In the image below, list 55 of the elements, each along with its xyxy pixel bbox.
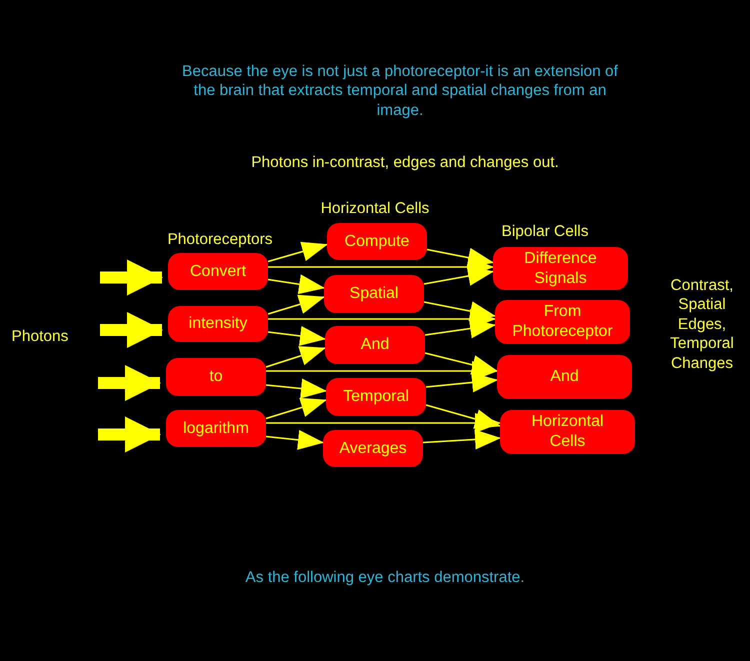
box-label: intensity (188, 314, 248, 334)
process-box (168, 253, 268, 290)
process-box (166, 410, 266, 447)
arrow (422, 429, 501, 450)
arrow (424, 318, 496, 338)
process-box (493, 247, 628, 290)
column-label: Bipolar Cells (500, 222, 590, 242)
box-label: And (360, 335, 390, 355)
process-box (326, 378, 426, 416)
process-box (168, 306, 268, 342)
arrow (268, 294, 325, 315)
process-box (495, 300, 630, 344)
box-label: Spatial (350, 284, 398, 304)
box-label: Convert (190, 262, 246, 282)
process-box (327, 223, 427, 260)
arrow (426, 248, 494, 268)
note-text: Because the eye is not just a photoreceptor-it is an extension of the brain that extracts temporal and spatial changes from an image. (181, 62, 619, 120)
input-arrow (98, 416, 161, 452)
process-box (166, 358, 266, 396)
arrow (266, 398, 327, 420)
process-box (323, 430, 423, 467)
arrow (424, 301, 496, 321)
process-box (500, 410, 635, 454)
arrow (424, 266, 494, 286)
column-label: Contrast, Spatial Edges, Temporal Changes (669, 276, 735, 373)
column-label: Photons (10, 327, 70, 346)
arrow (266, 378, 327, 398)
box-label: Difference Signals (523, 248, 598, 288)
process-box (497, 355, 632, 399)
arrow (266, 413, 501, 433)
note-text: As the following eye charts demonstrate. (244, 568, 526, 588)
box-label: And (550, 367, 579, 387)
input-arrow (100, 312, 163, 348)
input-arrow (100, 260, 163, 296)
box-label: Compute (344, 232, 410, 252)
note-text: Photons in-contrast, edges and changes out. (250, 153, 560, 172)
process-box (324, 275, 424, 313)
box-label: Horizontal Cells (530, 412, 605, 452)
arrow (268, 274, 325, 294)
box-label: Temporal (343, 387, 409, 407)
box-label: to (209, 367, 223, 387)
arrow (426, 404, 501, 429)
arrow (266, 430, 324, 450)
arrow (426, 372, 498, 392)
arrow (266, 346, 326, 368)
input-arrow (98, 365, 161, 401)
column-label: Photoreceptors (166, 230, 274, 250)
column-label: Horizontal Cells (320, 199, 430, 218)
arrow (424, 352, 498, 375)
arrow (268, 326, 326, 346)
process-box (325, 326, 425, 364)
box-label: logarithm (183, 418, 249, 438)
box-label: From Photoreceptor (511, 302, 614, 342)
box-label: Averages (339, 438, 407, 458)
arrow (268, 242, 328, 262)
